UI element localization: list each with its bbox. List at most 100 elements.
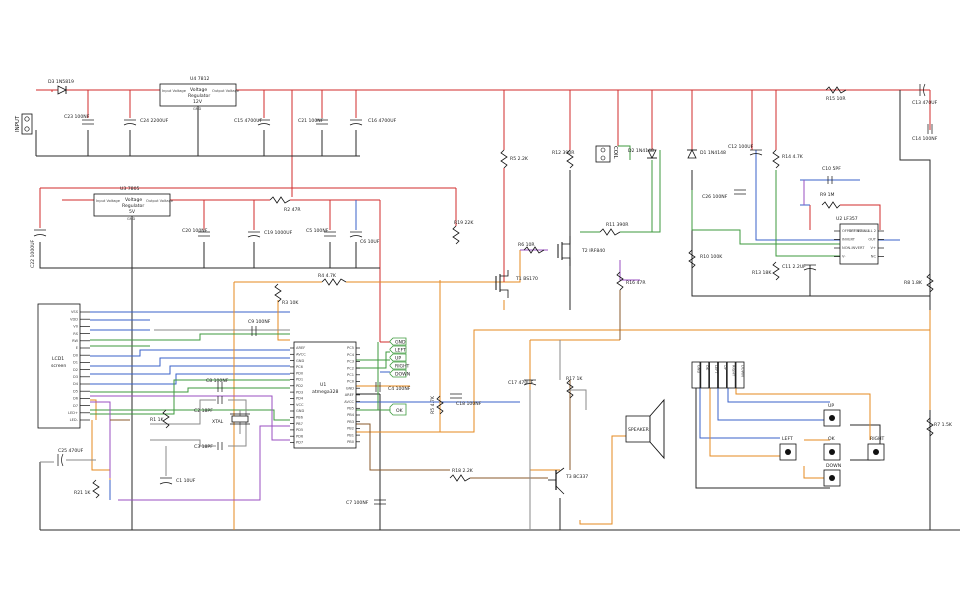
lcd-pin-label: D6 (73, 397, 79, 401)
cap-c3: C3 18PF (194, 442, 223, 450)
connector-pin-label: LEFT (714, 365, 718, 374)
u1-pin-label: PC2 (347, 366, 354, 370)
u3-pin-in: Input Voltage (96, 199, 121, 203)
regulator-u4: Input Voltage Output Voltage Voltage Reg… (159, 76, 240, 111)
u1-pin-label: GND (296, 359, 304, 363)
r5b-label: R5 4.7K (430, 395, 436, 414)
key-left-label: LEFT (782, 436, 793, 442)
resistor-r10: R10 100K (688, 249, 723, 269)
resistor-r1: R1 1K (150, 409, 170, 429)
net-flag-label: UP (395, 356, 401, 362)
r21-label: R21 1K (74, 490, 91, 496)
r13-label: R13 18K (752, 270, 772, 276)
lcd-name: LCD1 (52, 356, 64, 362)
cap-c23: C23 100NF (64, 114, 94, 125)
u1-left-pin-list: AREFAVCCGNDPC6PD0PD1PD2PD3PD4VCCGNDPB6PB… (290, 346, 306, 445)
u4-line2: Regulator (188, 93, 210, 99)
r1-label: R1 1K (150, 417, 164, 423)
cap-c10: C10 5PF (822, 166, 841, 184)
net-flag-label: RIGHT (395, 364, 410, 370)
r7-label: R7 1.5K (934, 422, 953, 428)
key-ok: OK (823, 436, 841, 461)
cap-c4: C4 100NF (375, 382, 411, 392)
t2-label: T2 IRF840 (581, 248, 605, 254)
c6-label: C6 10UF (360, 239, 380, 245)
u1-right-pin-list: PC5PC4PC3PC2PC1PC0GNDAREFAVCCPB5PB4PB3PB… (344, 346, 360, 444)
c9-label: C9 100NF (248, 319, 271, 325)
u1-pin-label: PD3 (296, 390, 303, 394)
u2-pin-label: V- (842, 255, 846, 259)
connector-pin-label: UP (723, 365, 727, 371)
regulator-u3: Input Voltage Output Voltage Voltage Reg… (93, 186, 174, 221)
c11-label: C11 2.2UF (782, 264, 806, 270)
resistor-r5-2k2: R5 2.2K (500, 149, 529, 282)
connector-pin-box (709, 361, 718, 389)
c10-label: C10 5PF (822, 166, 841, 172)
speaker-label: SPEAKER (628, 427, 650, 433)
opamp-u2: U2 LF357 OFFSET NULL 1INVERTNON-INVERTV-… (834, 216, 884, 265)
mosfet-t1: T1 BS170 (495, 270, 538, 298)
u1-pin-label: PC1 (347, 373, 354, 377)
u3-line3: 5V (129, 209, 136, 215)
lcd-screen: LCD1 screen VSSVDDV0RSRWED0D1D2D3D4D5D6D… (37, 303, 90, 429)
resistor-r21: R21 1K (74, 479, 100, 499)
cap-c2: C2 18PF (194, 396, 223, 414)
resistor-r12: R12 390R (552, 149, 575, 169)
r14-label: R14 4.7K (782, 154, 804, 160)
net-flag-label: GND (395, 340, 406, 346)
input-connector: INPUT (15, 113, 33, 135)
u1-pin-label: VCC (296, 403, 304, 407)
lcd-pin-label: D2 (73, 368, 78, 372)
c1-label: C1 10UF (176, 478, 196, 484)
speaker: SPEAKER (625, 398, 665, 460)
diode-d3: D3 1N5819 (48, 79, 74, 95)
lcd-pin-label: LED- (70, 418, 79, 422)
r6-label: R6 10R (518, 242, 535, 248)
c21-label: C21 100NF (298, 118, 324, 124)
lcd-sub: screen (51, 363, 66, 369)
d2-label: D2 1N4148 (628, 148, 654, 154)
connector-pin-box (726, 361, 736, 389)
resistor-r7: R7 1.5K (926, 417, 953, 437)
lcd-pin-label: V0 (73, 325, 78, 329)
u1-pin-label: PB3 (347, 420, 354, 424)
u1-part: atmega328 (312, 389, 338, 395)
lcd-pin-label: D3 (73, 375, 78, 379)
resistor-r2: R2 47R (269, 196, 301, 213)
u1-pin-label: AREF (296, 346, 305, 350)
key-down: DOWN (823, 463, 841, 487)
c18-label: C18 100NF (456, 401, 482, 407)
u1-pin-label: GND (346, 386, 354, 390)
u3-pin-gnd: GND (127, 217, 135, 221)
u3-label: U3 7805 (120, 186, 140, 192)
resistor-r18: R18 2.2K (449, 468, 474, 482)
transistor-t3: T3 BC337 (548, 467, 588, 495)
resistor-r16: R16 47R (616, 271, 646, 291)
r16-label: R16 47R (626, 280, 646, 286)
d1-label: D1 1N4148 (700, 150, 726, 156)
key-ok-label: OK (828, 436, 836, 442)
u4-label: U4 7812 (190, 76, 210, 82)
u1-pin-label: PC4 (347, 353, 355, 357)
xtal-label: XTAL (212, 419, 224, 425)
u1-pin-label: PC6 (296, 365, 304, 369)
u1-pin-label: PD6 (296, 434, 304, 438)
net-flag (389, 345, 407, 354)
r8-label: R8 1.8K (904, 280, 923, 286)
lcd-pin-label: RS (73, 332, 78, 336)
cap-c15: C15 4700UF (234, 118, 271, 126)
resistor-r8: R8 1.8K (904, 273, 934, 293)
connector-pin-label: RIGHT (732, 365, 736, 377)
resistor-r9: R9 1M (820, 192, 841, 209)
u2-pin-label: NON-INVERT (842, 246, 865, 250)
lcd-pin-label: D1 (73, 361, 78, 365)
key-up: UP (823, 403, 841, 427)
u1-pin-label: PB6 (296, 416, 304, 420)
lcd-pin-label: D4 (73, 382, 79, 386)
u2-pin-label: NC (871, 255, 877, 259)
cap-c18: C18 100NF (450, 393, 482, 407)
